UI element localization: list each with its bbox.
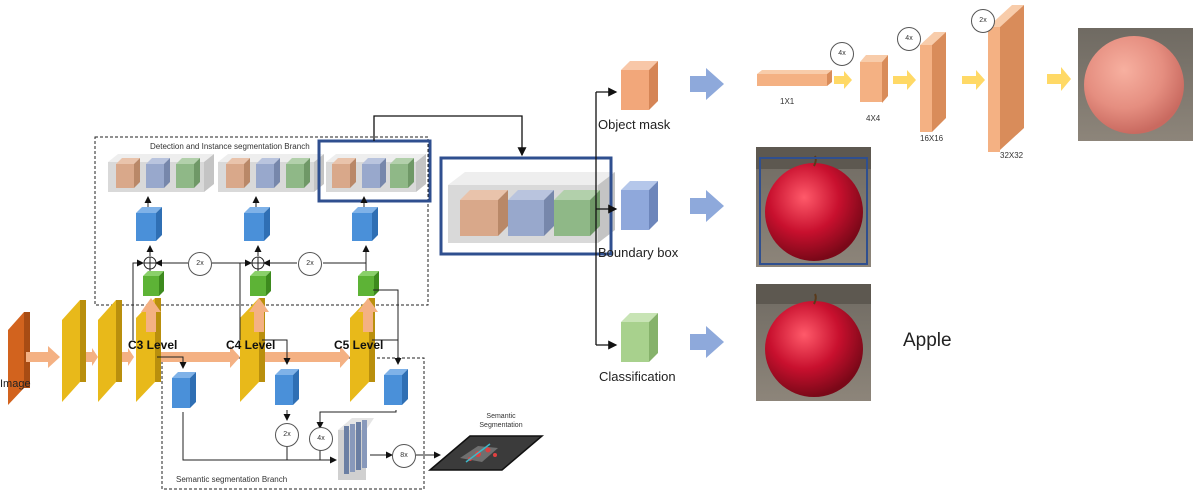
semantic-branch-title: Semantic segmentation Branch	[176, 475, 288, 484]
mask-size-1: 1X1	[780, 97, 795, 106]
upsample-node-mask-c: 2x	[971, 9, 995, 33]
boundary-box-label: Boundary box	[598, 245, 679, 260]
input-image-slab	[8, 312, 30, 405]
classification-cube	[621, 313, 658, 362]
classification-label: Classification	[599, 369, 676, 384]
object-mask-cube	[621, 61, 658, 110]
sem-blue-2	[275, 369, 299, 405]
green-p4	[250, 271, 271, 296]
upsample-node-sem-b: 4x	[309, 427, 333, 451]
head-group-1	[108, 154, 214, 192]
upsample-node-mask-a: 4x	[830, 42, 854, 66]
detection-branch-title: Detection and Instance segmentation Bran…	[150, 142, 310, 151]
green-p5	[358, 271, 379, 296]
upsample-node-fpn-b: 2x	[298, 252, 322, 276]
c3-label: C3 Level	[128, 338, 178, 352]
apple-class-label: Apple	[903, 330, 952, 351]
det-blue-2	[244, 207, 270, 241]
sem-blue-1	[172, 372, 196, 408]
upsample-node-sem-c: 8x	[392, 444, 416, 468]
apple-bbox-image	[756, 147, 871, 267]
c4-label: C4 Level	[226, 338, 276, 352]
det-blue-1	[136, 207, 162, 241]
head-group-2	[218, 154, 324, 192]
output-arrows	[690, 68, 724, 358]
boundary-box-cube	[621, 181, 658, 230]
backbone-arrows	[26, 298, 378, 368]
sem-blue-3	[384, 369, 408, 405]
semantic-feature-stack	[338, 418, 374, 480]
green-p3	[143, 271, 164, 296]
semantic-seg-output	[427, 435, 545, 471]
roi-head-features	[448, 172, 615, 243]
apple-mask-image	[1078, 28, 1193, 141]
object-mask-label: Object mask	[598, 117, 671, 132]
mask-size-4: 32X32	[1000, 151, 1024, 160]
upsample-node-mask-b: 4x	[897, 27, 921, 51]
semantic-output-label: Semantic Segmentation	[479, 413, 523, 429]
c5-label: C5 Level	[334, 338, 384, 352]
image-label: Image	[0, 378, 31, 390]
head-group-3	[326, 154, 426, 192]
mask-size-2: 4X4	[866, 114, 881, 123]
mask-head	[757, 5, 1071, 152]
backbone-layer-1	[62, 300, 86, 402]
add-nodes	[143, 256, 265, 270]
det-blue-3	[352, 207, 378, 241]
apple-class-image	[756, 284, 871, 401]
upsample-node-fpn-a: 2x	[188, 252, 212, 276]
upsample-node-sem-a: 2x	[275, 423, 299, 447]
mask-size-3: 16X16	[920, 134, 944, 143]
backbone-layer-2	[98, 300, 122, 402]
